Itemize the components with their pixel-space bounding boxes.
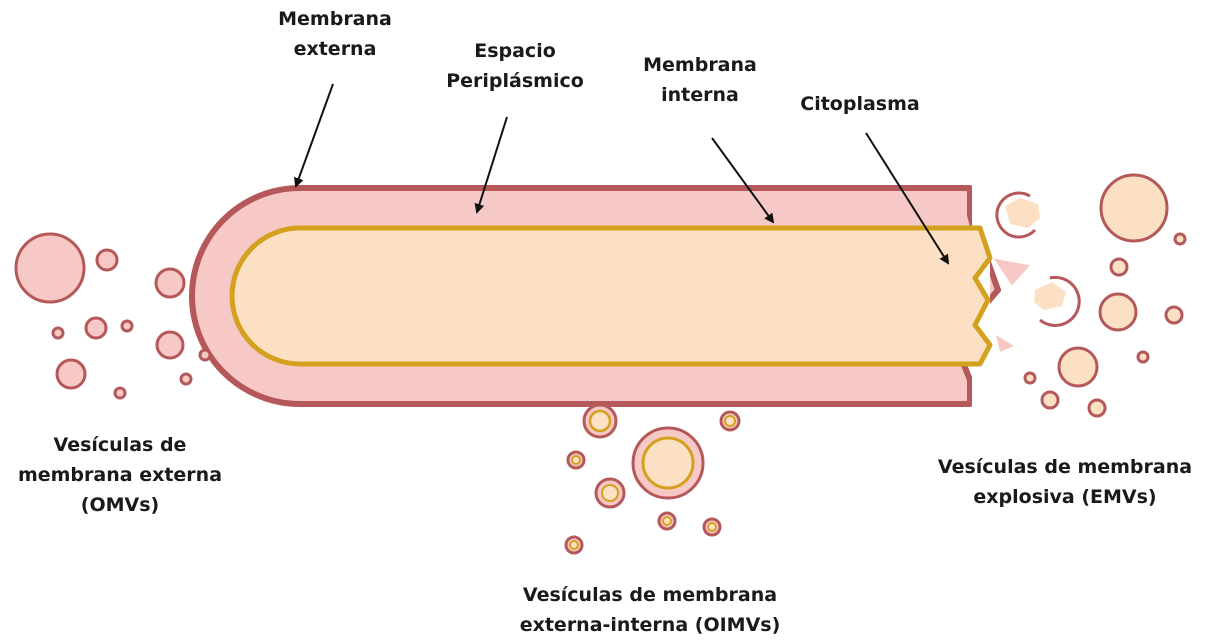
vesicle <box>122 321 132 331</box>
vesicle <box>1025 373 1035 383</box>
inner-membrane-label: Membrana interna <box>615 50 785 110</box>
vesicle <box>156 269 184 297</box>
vesicle <box>53 328 63 338</box>
vesicle-core <box>590 411 610 431</box>
cytoplasm-label: Citoplasma <box>780 89 940 119</box>
breach-fragment <box>996 260 1028 284</box>
vesicle <box>1089 400 1105 416</box>
emv-label: Vesículas de membrana explosiva (EMVs) <box>915 452 1215 512</box>
vesicle-debris <box>1005 198 1040 228</box>
omv-label: Vesículas de membrana externa (OMVs) <box>0 430 240 520</box>
vesicle <box>57 360 85 388</box>
vesicle-core <box>663 517 671 525</box>
vesicle <box>86 318 106 338</box>
vesicle <box>16 234 84 302</box>
vesicle-core <box>643 438 693 488</box>
oimv-vesicles <box>566 405 739 553</box>
vesicle-core <box>572 456 580 464</box>
vesicle <box>1175 234 1185 244</box>
vesicle <box>1166 307 1182 323</box>
vesicle <box>97 250 117 270</box>
vesicle <box>1101 175 1167 241</box>
omv-vesicles <box>16 234 210 398</box>
vesicle <box>181 374 191 384</box>
vesicle <box>115 388 125 398</box>
vesicle <box>200 350 210 360</box>
breach-fragment <box>996 335 1014 352</box>
vesicle <box>1111 259 1127 275</box>
vesicle <box>157 332 183 358</box>
periplasm-label: Espacio Periplásmico <box>420 36 610 96</box>
inner-membrane <box>232 228 990 364</box>
vesicle-core <box>708 523 716 531</box>
vesicle <box>1100 294 1136 330</box>
arrow-icon <box>296 84 333 186</box>
vesicle <box>1042 392 1058 408</box>
outer-membrane-label: Membrana externa <box>250 4 420 64</box>
vesicle-core <box>570 541 578 549</box>
vesicle <box>1059 348 1097 386</box>
vesicle-debris <box>1034 282 1066 310</box>
oimv-label: Vesículas de membrana externa-interna (O… <box>490 580 810 640</box>
emv-vesicles <box>997 175 1185 416</box>
vesicle-core <box>725 416 735 426</box>
vesicle-core <box>602 485 618 501</box>
vesicle <box>1138 352 1148 362</box>
